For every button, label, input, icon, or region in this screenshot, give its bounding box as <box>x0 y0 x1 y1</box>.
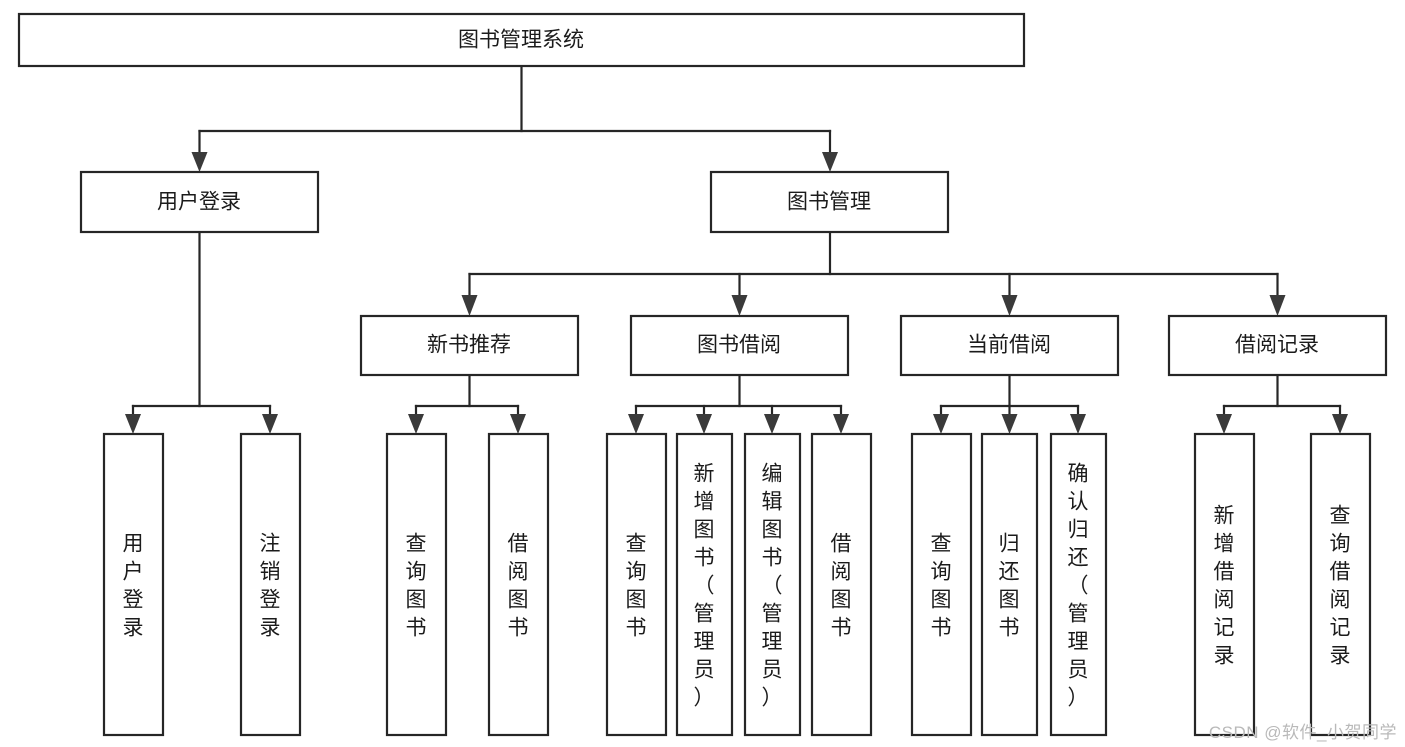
node-leaf-borrow-book-2-box[interactable] <box>810 432 873 737</box>
node-leaf-user-login-label: 用户登录 <box>123 532 144 639</box>
node-leaf-logout-box[interactable] <box>239 432 302 737</box>
node-leaf-query-book-3[interactable]: 查询图书 <box>910 432 973 737</box>
node-leaf-add-book[interactable]: 新增图书（管理员） <box>675 432 734 737</box>
node-user-login-box[interactable] <box>79 170 320 234</box>
arrow-head-book-borrow <box>731 295 748 316</box>
node-leaf-query-book-2-box[interactable] <box>605 432 668 737</box>
node-leaf-edit-book-box[interactable] <box>743 432 802 737</box>
node-leaf-borrow-book-2-label: 借阅图书 <box>831 532 852 639</box>
node-leaf-query-record[interactable]: 查询借阅记录 <box>1309 432 1372 737</box>
arrow-head-leaf-add-book <box>696 414 712 434</box>
node-borrow-record-box[interactable] <box>1167 314 1388 377</box>
node-leaf-confirm-return[interactable]: 确认归还（管理员） <box>1049 432 1108 737</box>
node-leaf-add-record[interactable]: 新增借阅记录 <box>1193 432 1256 737</box>
node-user-login-label: 用户登录 <box>157 191 241 214</box>
arrow-head-user-login <box>191 152 208 172</box>
node-new-book-rec[interactable]: 新书推荐 <box>359 314 580 377</box>
node-leaf-query-record-box[interactable] <box>1309 432 1372 737</box>
node-current-borrow-label: 当前借阅 <box>967 334 1051 357</box>
arrow-head-leaf-user-login <box>125 414 141 434</box>
node-book-manage-box[interactable] <box>709 170 950 234</box>
node-leaf-add-book-label: 新增图书（管理员） <box>694 462 715 709</box>
node-book-borrow-label: 图书借阅 <box>697 334 781 357</box>
arrow-head-leaf-borrow-book-2 <box>833 414 849 434</box>
node-new-book-rec-label: 新书推荐 <box>427 334 511 357</box>
node-leaf-query-book-2-label: 查询图书 <box>626 532 647 639</box>
arrow-head-leaf-confirm-return <box>1070 414 1086 434</box>
node-leaf-query-book-1-box[interactable] <box>385 432 448 737</box>
arrow-head-book-manage <box>822 152 838 172</box>
node-leaf-user-login[interactable]: 用户登录 <box>102 432 165 737</box>
node-leaf-return-book[interactable]: 归还图书 <box>980 432 1039 737</box>
edges-layer <box>125 64 1348 434</box>
arrow-head-new-book-rec <box>461 295 478 316</box>
arrow-head-leaf-logout <box>262 414 278 434</box>
node-borrow-record[interactable]: 借阅记录 <box>1167 314 1388 377</box>
node-leaf-borrow-book-1-label: 借阅图书 <box>508 532 529 639</box>
node-user-login[interactable]: 用户登录 <box>79 170 320 234</box>
arrow-head-borrow-record <box>1269 295 1286 316</box>
node-leaf-edit-book-label: 编辑图书（管理员） <box>762 462 783 709</box>
node-book-borrow[interactable]: 图书借阅 <box>629 314 850 377</box>
arrow-head-current-borrow <box>1001 295 1018 316</box>
node-root-box[interactable] <box>17 12 1026 68</box>
node-current-borrow-box[interactable] <box>899 314 1120 377</box>
arrow-head-leaf-borrow-book-1 <box>510 414 526 434</box>
node-leaf-query-book-3-box[interactable] <box>910 432 973 737</box>
node-leaf-borrow-book-1[interactable]: 借阅图书 <box>487 432 550 737</box>
node-borrow-record-label: 借阅记录 <box>1235 334 1319 357</box>
node-leaf-query-book-2[interactable]: 查询图书 <box>605 432 668 737</box>
node-leaf-add-record-box[interactable] <box>1193 432 1256 737</box>
node-leaf-logout-label: 注销登录 <box>260 532 281 639</box>
node-leaf-add-book-box[interactable] <box>675 432 734 737</box>
arrow-head-leaf-query-record <box>1332 414 1348 434</box>
node-current-borrow[interactable]: 当前借阅 <box>899 314 1120 377</box>
node-leaf-borrow-book-2[interactable]: 借阅图书 <box>810 432 873 737</box>
csdn-watermark: CSDN @软件_小贺同学 <box>1208 723 1397 742</box>
node-new-book-rec-box[interactable] <box>359 314 580 377</box>
arrow-head-leaf-query-book-1 <box>408 414 424 434</box>
arrow-head-leaf-edit-book <box>764 414 780 434</box>
node-leaf-return-book-box[interactable] <box>980 432 1039 737</box>
node-leaf-query-book-1[interactable]: 查询图书 <box>385 432 448 737</box>
node-root-label: 图书管理系统 <box>458 29 584 52</box>
node-leaf-return-book-label: 归还图书 <box>999 532 1020 639</box>
node-leaf-logout[interactable]: 注销登录 <box>239 432 302 737</box>
node-book-manage-label: 图书管理 <box>787 191 871 214</box>
arrow-head-leaf-query-book-3 <box>933 414 949 434</box>
node-leaf-borrow-book-1-box[interactable] <box>487 432 550 737</box>
node-leaf-query-book-1-label: 查询图书 <box>406 532 427 639</box>
node-leaf-confirm-return-label: 确认归还（管理员） <box>1068 462 1089 709</box>
node-leaf-query-book-3-label: 查询图书 <box>931 532 952 639</box>
arrow-head-leaf-return-book <box>1001 414 1018 434</box>
node-book-manage[interactable]: 图书管理 <box>709 170 950 234</box>
node-book-borrow-box[interactable] <box>629 314 850 377</box>
node-leaf-edit-book[interactable]: 编辑图书（管理员） <box>743 432 802 737</box>
node-leaf-add-record-label: 新增借阅记录 <box>1214 504 1235 667</box>
node-leaf-query-record-label: 查询借阅记录 <box>1330 504 1351 667</box>
node-leaf-user-login-box[interactable] <box>102 432 165 737</box>
node-leaf-confirm-return-box[interactable] <box>1049 432 1108 737</box>
arrow-head-leaf-query-book-2 <box>628 414 644 434</box>
node-root[interactable]: 图书管理系统 <box>17 12 1026 68</box>
arrow-head-leaf-add-record <box>1216 414 1232 434</box>
